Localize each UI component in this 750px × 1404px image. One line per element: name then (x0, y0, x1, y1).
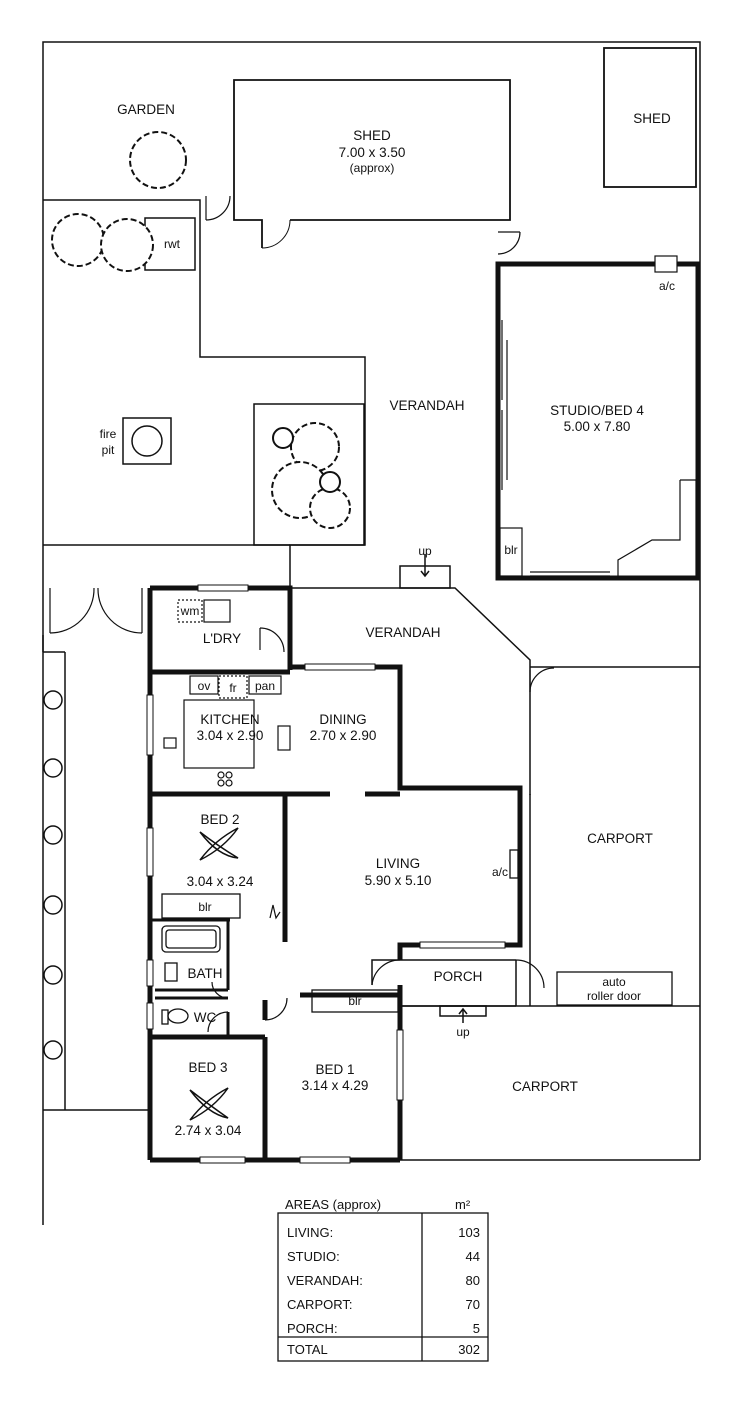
studio-blr-label: blr (504, 543, 517, 557)
areas-total-label: TOTAL (287, 1342, 328, 1357)
areas-row-label: PORCH: (287, 1321, 338, 1336)
bed3-label: BED 3 (188, 1060, 227, 1075)
up-rear-label: up (418, 544, 432, 558)
rwt-label: rwt (164, 237, 181, 251)
ov-label: ov (198, 679, 211, 693)
roller-door-label-2: roller door (587, 989, 641, 1003)
fr-label: fr (229, 681, 236, 695)
roller-door-label-1: auto (602, 975, 626, 989)
living-dims: 5.90 x 5.10 (365, 873, 432, 888)
shed-top-label: SHED (633, 111, 671, 126)
up-front-label: up (456, 1025, 470, 1039)
bed2-label: BED 2 (200, 812, 239, 827)
carport-right-label: CARPORT (587, 831, 653, 846)
studio-label: STUDIO/BED 4 (550, 403, 644, 418)
site-boundary (42, 41, 701, 1225)
shed-top-right (603, 47, 697, 188)
built-in-robes (161, 849, 519, 1013)
door-swing-rear (205, 195, 521, 255)
porch-label: PORCH (434, 969, 483, 984)
areas-row-label: STUDIO: (287, 1249, 340, 1264)
fire-pit-label-1: fire (100, 427, 117, 441)
room-labels: GARDEN SHED SHED 7.00 x 3.50 (approx) rw… (100, 102, 675, 1138)
studio-ac-label: a/c (659, 279, 675, 293)
studio-dims: 5.00 x 7.80 (564, 419, 631, 434)
verandah-rear-label: VERANDAH (389, 398, 464, 413)
house-walls (147, 585, 523, 1163)
wm-label: wm (180, 604, 200, 618)
areas-row-value: 70 (466, 1297, 480, 1312)
living-ac-label: a/c (492, 865, 508, 879)
areas-row-label: VERANDAH: (287, 1273, 363, 1288)
bed2-dims: 3.04 x 3.24 (187, 874, 254, 889)
ceiling-fan-icon (189, 827, 239, 1121)
verandah-mid-label: VERANDAH (365, 625, 440, 640)
kitchen-dims: 3.04 x 2.90 (197, 728, 264, 743)
kitchen-fixtures (163, 599, 291, 787)
garden-label: GARDEN (117, 102, 175, 117)
tree-icon (51, 131, 351, 529)
areas-row-label: LIVING: (287, 1225, 333, 1240)
path-shrub-icon (43, 690, 63, 1060)
porch (371, 959, 517, 1023)
bed1-blr-label: blr (348, 994, 361, 1008)
shed-large (233, 79, 511, 249)
bed1-dims: 3.14 x 4.29 (302, 1078, 369, 1093)
areas-row-label: CARPORT: (287, 1297, 353, 1312)
internal-partitions (150, 918, 230, 1037)
shed-big-dims: 7.00 x 3.50 (339, 145, 406, 160)
ceiling-fan-symbol-small (269, 904, 281, 920)
pan-label: pan (255, 679, 275, 693)
areas-unit: m² (455, 1197, 471, 1212)
fire-pit-icon (122, 417, 172, 465)
studio-walls (495, 261, 701, 581)
areas-row-value: 80 (466, 1273, 480, 1288)
kitchen-label: KITCHEN (200, 712, 259, 727)
areas-total-value: 302 (458, 1342, 480, 1357)
shed-big-note: (approx) (350, 161, 395, 175)
areas-row-value: 5 (473, 1321, 480, 1336)
areas-title: AREAS (approx) (285, 1197, 381, 1212)
windows (146, 584, 506, 1164)
shed-big-label: SHED (353, 128, 391, 143)
laundry-label: L'DRY (203, 631, 241, 646)
bath-label: BATH (187, 966, 222, 981)
areas-row-value: 103 (458, 1225, 480, 1240)
fire-pit-label-2: pit (102, 443, 115, 457)
wc-label: WC (194, 1010, 217, 1025)
living-label: LIVING (376, 856, 420, 871)
dining-dims: 2.70 x 2.90 (310, 728, 377, 743)
bed2-blr-label: blr (198, 900, 211, 914)
rear-step (399, 554, 451, 589)
bathroom-fixtures (161, 925, 221, 1025)
studio-fixtures (499, 255, 697, 578)
dining-label: DINING (319, 712, 366, 727)
carport-front-label: CARPORT (512, 1079, 578, 1094)
bed1-label: BED 1 (315, 1062, 354, 1077)
roller-door (556, 971, 673, 1006)
bed3-dims: 2.74 x 3.04 (175, 1123, 242, 1138)
side-gate (49, 587, 143, 634)
areas-row-value: 44 (466, 1249, 480, 1264)
